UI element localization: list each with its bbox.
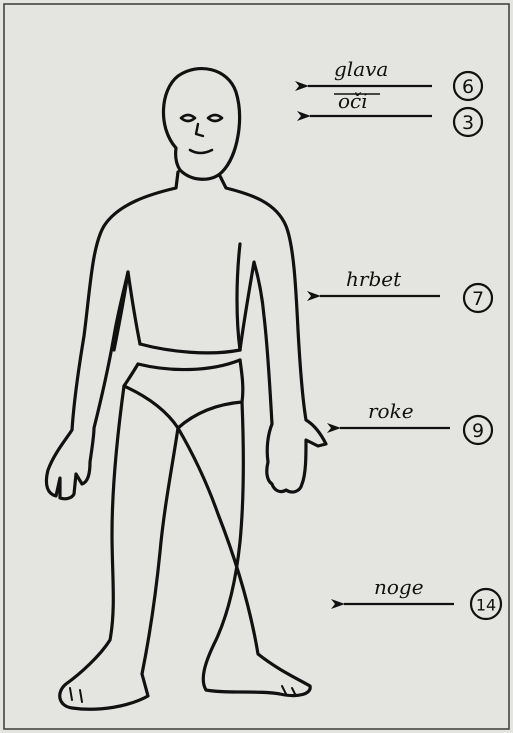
human-figure [46,69,326,710]
right-eye [208,115,222,121]
right-side-outline [220,176,326,492]
label-glava: glava [334,57,388,81]
callout-noge: noge 14 [344,575,501,619]
head-outline [163,69,239,180]
briefs-waistband-bottom [138,360,240,370]
number-noge: 14 [476,596,496,615]
label-hrbet: hrbet [346,267,402,291]
label-noge: noge [374,575,424,599]
left-toes [70,688,82,702]
number-hrbet: 7 [472,288,484,310]
callout-roke: roke 9 [340,399,492,444]
mouth [190,150,212,153]
briefs-waistband-top [140,344,240,353]
nose [196,124,203,136]
right-leg-outline [178,402,310,696]
callout-oci: oči 3 [310,89,482,136]
number-roke: 9 [472,420,484,442]
number-oci: 3 [462,112,474,134]
callout-hrbet: hrbet 7 [320,267,492,312]
left-leg-outline [60,386,178,709]
left-arm-inner [114,272,128,350]
label-roke: roke [368,399,414,423]
label-oci: oči [338,89,368,113]
right-arm-inner [237,244,240,350]
left-side-outline [46,172,178,499]
number-glava: 6 [462,76,474,98]
left-eye [181,115,195,121]
